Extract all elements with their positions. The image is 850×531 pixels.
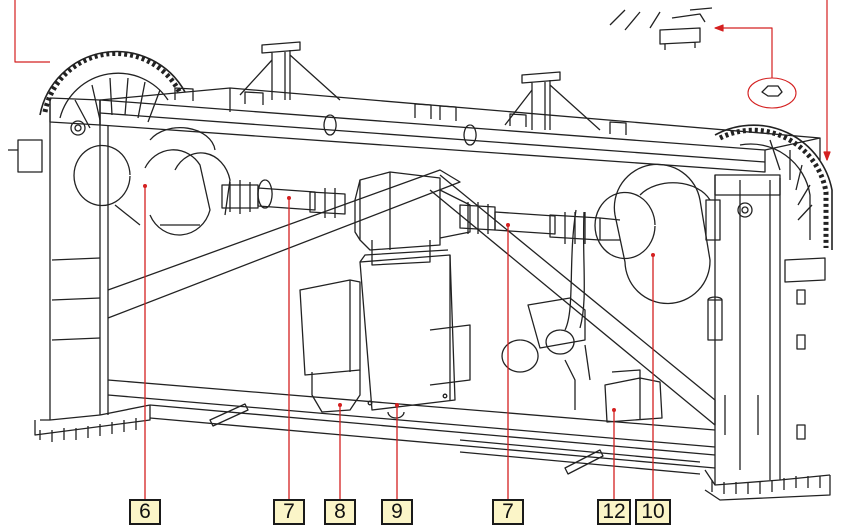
main-motor <box>359 249 471 419</box>
right-end-frame <box>704 174 831 501</box>
callout-6: 6 <box>129 499 161 525</box>
top-frame <box>99 87 821 173</box>
callout-8: 8 <box>324 499 356 525</box>
callout-7-right: 7 <box>492 499 524 525</box>
red-leaders <box>14 0 831 161</box>
right-motor <box>594 163 721 305</box>
chain-drive <box>501 209 591 410</box>
detail-inset <box>609 7 797 109</box>
right-sprocket <box>714 124 833 250</box>
left-sprocket <box>39 50 186 129</box>
cross-braces <box>107 169 716 475</box>
left-shaft <box>221 179 346 218</box>
top-posts <box>239 41 601 131</box>
callout-10: 10 <box>635 499 671 525</box>
left-motor <box>73 127 231 236</box>
callout-12: 12 <box>597 499 631 525</box>
control-box <box>299 279 361 413</box>
callout-leaders <box>144 186 654 500</box>
left-end-frame <box>8 97 151 442</box>
small-device <box>604 369 663 423</box>
callout-7-left: 7 <box>273 499 305 525</box>
leader-dots <box>143 184 655 412</box>
callout-9: 9 <box>381 499 413 525</box>
right-cylinder <box>707 296 723 341</box>
